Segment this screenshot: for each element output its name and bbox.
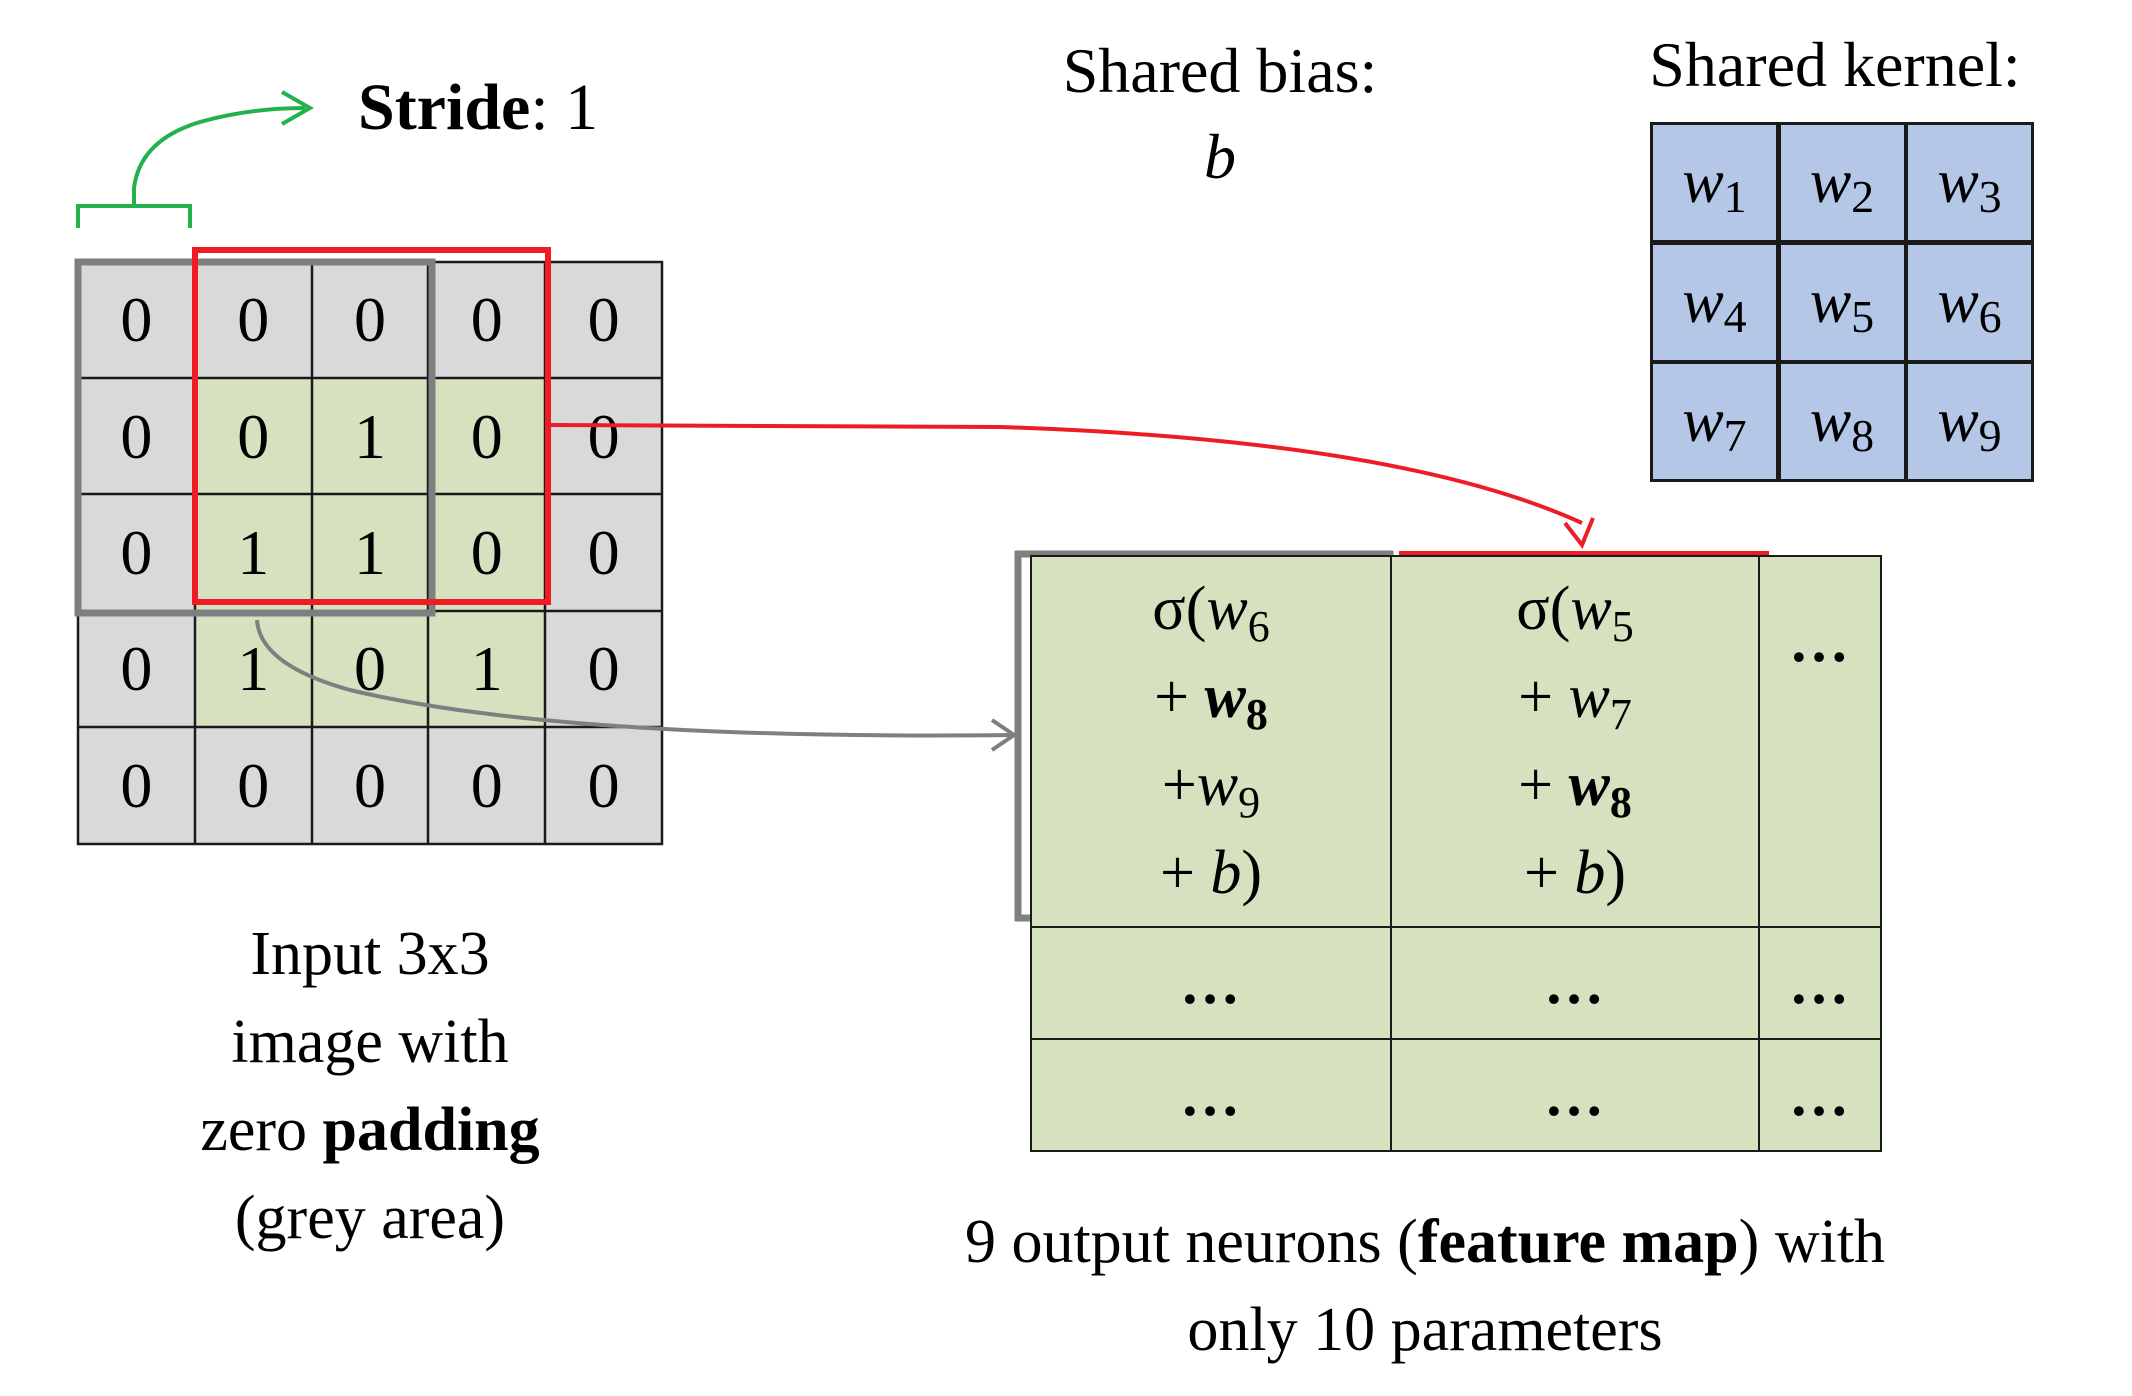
stride-title: Stride	[358, 71, 531, 144]
input-cell-r0-c2: 0	[311, 262, 429, 379]
output-caption: 9 output neurons (feature map) with only…	[820, 1198, 2030, 1374]
shared-bias: Shared bias: b	[1000, 28, 1440, 200]
input-cell-r1-c1: 0	[194, 378, 312, 495]
output-caption-line2: only 10 parameters	[1187, 1296, 1663, 1364]
input-cell-r1-c3: 0	[428, 378, 546, 495]
input-cell-r3-c4: 0	[545, 611, 662, 728]
input-cell-r4-c4: 0	[545, 727, 662, 844]
feature-cell-6: …	[1758, 926, 1882, 1040]
stride-arrow	[76, 90, 315, 228]
feature-cell-1: σ(w6 + w8 +w9 + b)	[1030, 555, 1392, 928]
shared-bias-title: Shared bias:	[1062, 35, 1378, 106]
input-cell-r4-c3: 0	[428, 727, 546, 844]
input-cell-r3-c2: 0	[311, 611, 429, 728]
receptive-field-grey	[74, 258, 436, 617]
input-cell-r2-c2: 1	[311, 494, 429, 612]
input-cell-r1-c0: 0	[78, 378, 195, 495]
input-cell-r4-c0: 0	[78, 727, 195, 844]
red-arrow	[547, 423, 1595, 549]
input-caption-line3: zero padding	[200, 1096, 540, 1164]
feature-cell-9: …	[1758, 1038, 1882, 1152]
input-caption-line4: (grey area)	[234, 1184, 506, 1252]
grey-arrow	[255, 619, 1018, 752]
input-cell-r0-c0: 0	[78, 262, 195, 379]
input-cell-r2-c3: 0	[428, 494, 546, 612]
input-cell-r2-c0: 0	[78, 494, 195, 612]
feature-cell-3: …	[1758, 555, 1882, 928]
feature-cell-2: σ(w5 + w7 + w8 + b)	[1390, 555, 1760, 928]
stride-label: Stride: 1	[358, 70, 598, 146]
feature-cell-4: …	[1030, 926, 1392, 1040]
input-cell-r2-c4: 0	[545, 494, 662, 612]
feature-cell-7: …	[1030, 1038, 1392, 1152]
stride-value: : 1	[530, 71, 599, 144]
output-caption-line1: 9 output neurons (feature map) with	[964, 1208, 1886, 1276]
input-cell-r1-c4: 0	[545, 378, 662, 495]
feature-cell-5: …	[1390, 926, 1760, 1040]
receptive-field-red	[192, 247, 551, 605]
feature-cell-8: …	[1390, 1038, 1760, 1152]
input-cell-r2-c1: 1	[194, 494, 312, 612]
input-caption: Input 3x3 image with zero padding (grey …	[100, 910, 640, 1262]
input-caption-line1: Input 3x3	[250, 920, 490, 988]
input-cell-r3-c0: 0	[78, 611, 195, 728]
shared-bias-symbol: b	[1204, 121, 1236, 192]
input-cell-r3-c1: 1	[194, 611, 312, 728]
input-caption-line2: image with	[231, 1008, 509, 1076]
input-cell-r4-c1: 0	[194, 727, 312, 844]
shared-kernel-title: Shared kernel:	[1649, 29, 2021, 100]
input-cell-r4-c2: 0	[311, 727, 429, 844]
input-cell-r0-c3: 0	[428, 262, 546, 379]
input-cell-r0-c1: 0	[194, 262, 312, 379]
input-cell-r0-c4: 0	[545, 262, 662, 379]
input-grid-lines	[76, 260, 664, 846]
input-cell-r1-c2: 1	[311, 378, 429, 495]
